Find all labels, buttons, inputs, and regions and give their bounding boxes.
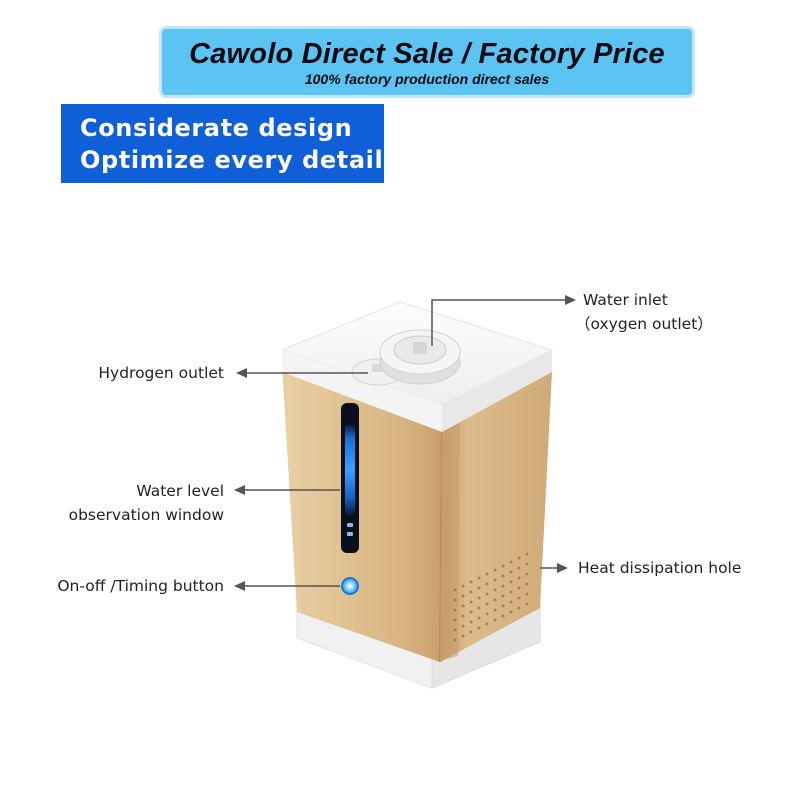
- water-level-window: [341, 403, 359, 553]
- label-hydrogen-outlet: Hydrogen outlet: [98, 364, 224, 382]
- power-button-icon: [341, 577, 359, 595]
- hydrogen-outlet-arrow: [236, 368, 368, 378]
- banner-subtitle: 100% factory production direct sales: [304, 71, 550, 87]
- design-line-2: Optimize every detail: [80, 146, 384, 174]
- label-water-inlet: Water inlet: [583, 291, 668, 309]
- header-banner: Cawolo Direct Sale / Factory Price 100% …: [162, 29, 692, 95]
- on-off-arrow: [234, 581, 340, 591]
- heat-dissipation-arrow: [540, 563, 568, 573]
- label-oxygen-outlet: （oxygen outlet）: [575, 315, 713, 333]
- label-water-level-line2: observation window: [68, 506, 224, 524]
- water-inlet-arrow: [431, 295, 576, 346]
- label-heat-dissipation: Heat dissipation hole: [578, 559, 742, 577]
- device-top-cap: [280, 301, 554, 432]
- water-level-arrow: [234, 485, 340, 495]
- label-water-level-line1: Water level: [136, 482, 224, 500]
- banner-title: Cawolo Direct Sale / Factory Price: [189, 38, 665, 70]
- heat-dissipation-holes: [453, 552, 529, 642]
- design-line-1: Considerate design: [80, 114, 353, 142]
- design-highlight-box: Considerate design Optimize every detail: [61, 104, 384, 183]
- label-on-off-button: On-off /Timing button: [57, 577, 224, 595]
- device-side-panel: [440, 372, 552, 662]
